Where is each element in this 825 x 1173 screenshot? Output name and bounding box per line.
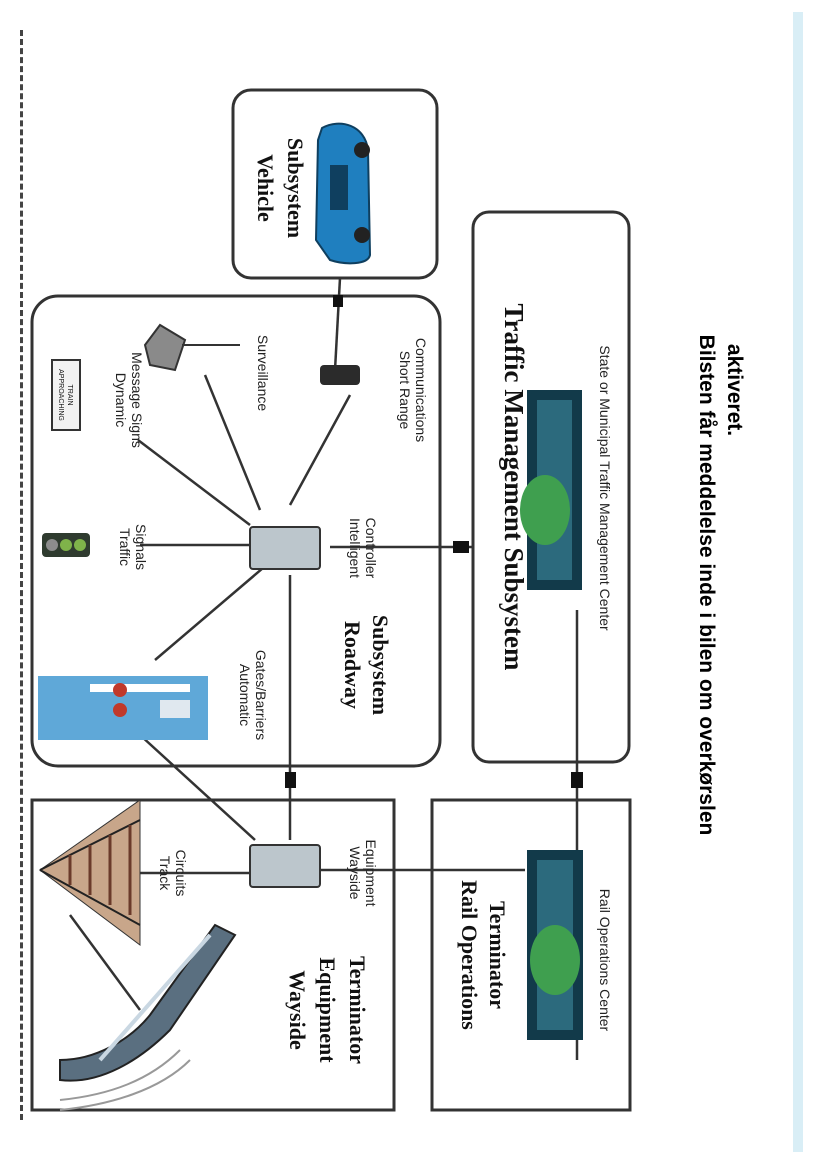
automatic-gates-image xyxy=(38,676,208,740)
message-sign-image: TRAIN APPROACHING xyxy=(51,359,81,431)
svg-text:Wayside: Wayside xyxy=(285,970,310,1050)
train-image xyxy=(59,923,237,1111)
rail-ops-building-image xyxy=(527,850,583,1040)
short-range-label: Short Range Communications xyxy=(397,338,429,442)
svg-text:Gates/Barriers: Gates/Barriers xyxy=(253,650,269,740)
dashed-left-border xyxy=(20,30,27,1120)
roadway-box xyxy=(30,294,442,768)
vehicle-title: Vehicle Subsystem xyxy=(253,138,308,238)
track-rail-image xyxy=(39,799,141,946)
svg-text:Terminator: Terminator xyxy=(345,956,370,1064)
svg-text:Rail Operations Center: Rail Operations Center xyxy=(597,889,613,1032)
svg-text:State or Municipal Traffic Man: State or Municipal Traffic Management Ce… xyxy=(597,345,613,631)
svg-text:Equipment: Equipment xyxy=(315,957,340,1063)
svg-text:APPROACHING: APPROACHING xyxy=(57,369,64,421)
intelligent-controller-icon xyxy=(249,526,321,570)
short-range-device-icon xyxy=(320,365,360,385)
vehicle-car-image xyxy=(314,122,372,265)
svg-text:Circuits: Circuits xyxy=(173,850,189,897)
svg-text:Communications: Communications xyxy=(413,338,429,442)
dynamic-message-signs-label: Dynamic Message Signs xyxy=(113,352,145,448)
svg-text:Signals: Signals xyxy=(133,524,149,570)
svg-text:Dynamic: Dynamic xyxy=(113,373,129,427)
wayside-equipment-icon xyxy=(249,844,321,888)
svg-text:Automatic: Automatic xyxy=(237,664,253,726)
svg-text:TRAIN: TRAIN xyxy=(66,385,73,406)
svg-text:Message Signs: Message Signs xyxy=(129,352,145,448)
traffic-mgmt-building-image xyxy=(520,390,582,590)
svg-text:Wayside: Wayside xyxy=(347,846,363,899)
svg-text:Controller: Controller xyxy=(363,518,379,579)
traffic-signals-image xyxy=(42,533,90,557)
svg-text:Short Range: Short Range xyxy=(397,351,413,430)
svg-text:Rail Operations: Rail Operations xyxy=(457,880,482,1030)
svg-text:Traffic: Traffic xyxy=(117,528,133,566)
wayside-box-title: Wayside Equipment Terminator xyxy=(285,956,370,1064)
surveillance-label: Surveillance xyxy=(255,335,271,411)
traffic-mgmt-title: Traffic Management Subsystem xyxy=(499,304,529,671)
svg-text:aktiveret.: aktiveret. xyxy=(723,344,746,436)
scan-edge-strip xyxy=(793,12,803,1152)
traffic-signals-label: Traffic Signals xyxy=(117,524,149,570)
caption: Bilsten får meddelelse inde i bilen om o… xyxy=(695,335,746,836)
svg-text:Track: Track xyxy=(157,856,173,891)
svg-text:Bilsten får meddelelse inde i: Bilsten får meddelelse inde i bilen om o… xyxy=(695,335,718,836)
rail-ops-title: Rail Operations Terminator xyxy=(457,880,510,1030)
intelligent-controller-label: Intelligent Controller xyxy=(347,518,379,579)
automatic-gates-label: Automatic Gates/Barriers xyxy=(237,650,269,740)
svg-text:Surveillance: Surveillance xyxy=(255,335,271,411)
svg-text:Intelligent: Intelligent xyxy=(347,518,363,578)
traffic-mgmt-center-label: State or Municipal Traffic Management Ce… xyxy=(597,345,613,631)
svg-text:Equipment: Equipment xyxy=(363,840,379,907)
track-circuits-label: Track Circuits xyxy=(157,850,189,897)
svg-text:Subsystem: Subsystem xyxy=(368,615,393,715)
svg-text:Subsystem: Subsystem xyxy=(283,138,308,238)
svg-text:Vehicle: Vehicle xyxy=(253,154,278,222)
surveillance-camera-image xyxy=(143,323,240,372)
rail-ops-center-label: Rail Operations Center xyxy=(597,889,613,1032)
svg-text:Traffic Management Subsystem: Traffic Management Subsystem xyxy=(499,304,529,671)
svg-text:Roadway: Roadway xyxy=(340,621,365,709)
svg-text:Terminator: Terminator xyxy=(485,901,510,1009)
roadway-title: Roadway Subsystem xyxy=(340,615,393,715)
wayside-equipment-label: Wayside Equipment xyxy=(347,840,379,907)
